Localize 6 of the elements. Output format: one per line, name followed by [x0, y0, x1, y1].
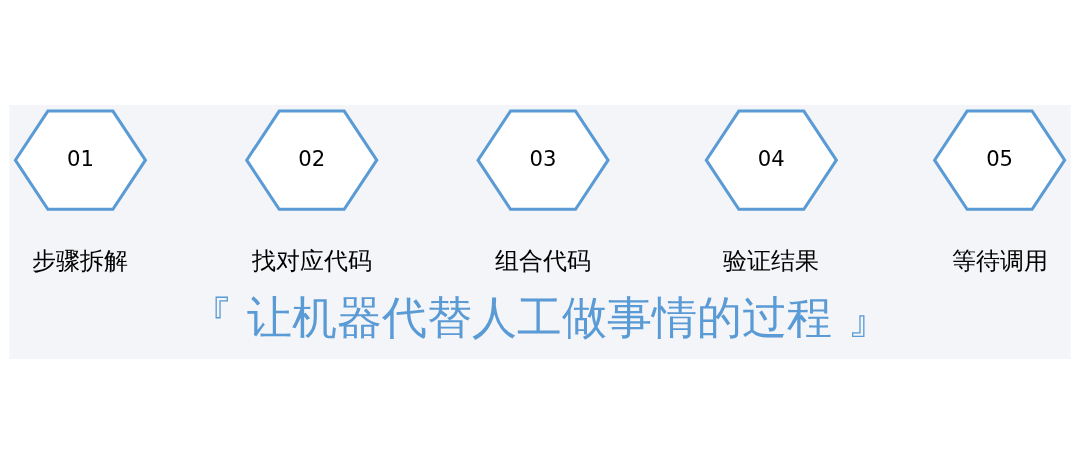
caption: 『 让机器代替人工做事情的过程 』 — [188, 290, 892, 344]
node-label: 找对应代码 — [251, 247, 372, 275]
node-label: 等待调用 — [951, 247, 1048, 275]
node-label: 验证结果 — [723, 247, 820, 275]
node-label: 组合代码 — [495, 247, 592, 275]
node-label: 步骤拆解 — [32, 247, 129, 275]
